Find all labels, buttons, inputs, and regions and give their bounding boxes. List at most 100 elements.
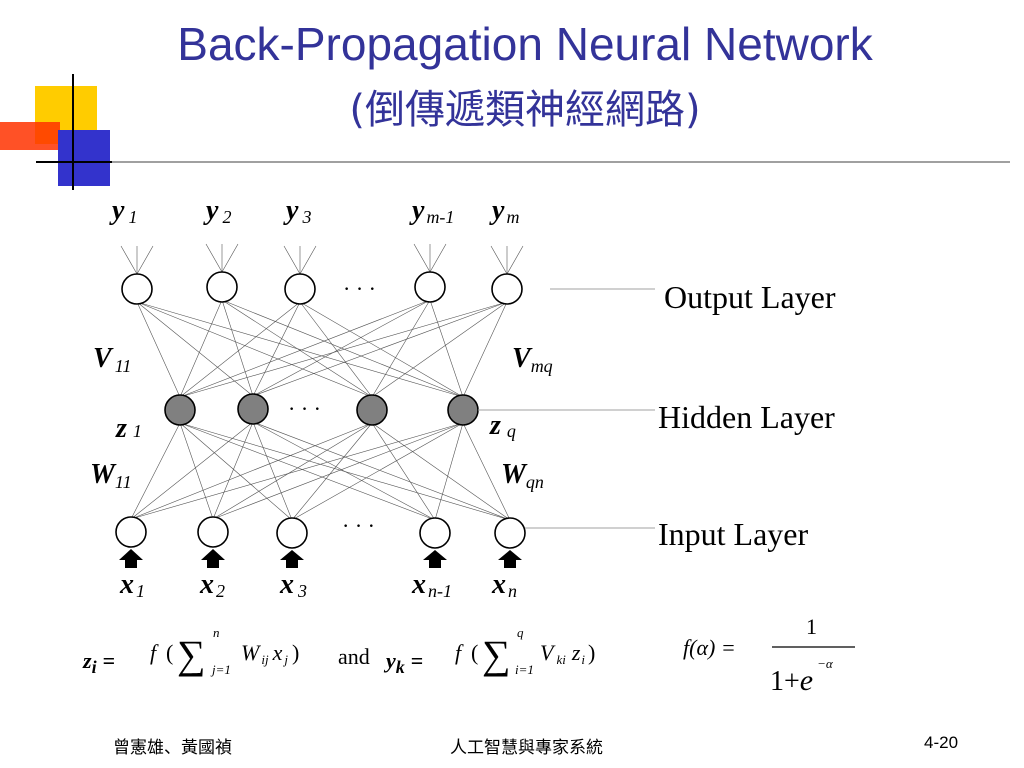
hidden-ellipsis: · · · [288,396,321,421]
footer-authors: 曾憲雄、黃國禎 [113,738,232,758]
output-arrow-3-3 [299,245,317,275]
input-arrow-4 [423,550,447,568]
connection-hidden-3-input-3 [291,422,373,521]
nodes [115,271,526,568]
connection-hidden-3-input-2 [212,422,373,520]
connection-hidden-3-output-3 [299,301,373,398]
connection-hidden-3-output-1 [136,301,373,398]
formula-y-lhs: yk= [383,648,423,677]
connection-hidden-1-input-4 [179,422,436,521]
slide-title: Back-Propagation Neural Network [177,18,873,70]
connection-hidden-1-input-1 [130,422,181,520]
connection-hidden-2-input-2 [212,421,254,520]
connection-hidden-2-output-3 [252,301,301,397]
hidden-node-1 [164,394,196,426]
connection-hidden-3-input-1 [130,422,373,520]
output-arrow-1-3 [136,245,154,275]
formula-z-open: ( [166,640,173,665]
input-node-5 [494,517,526,549]
connection-hidden-2-input-3 [252,421,293,521]
output-node-4 [414,271,446,303]
input-node-4 [419,517,451,549]
connection-hidden-4-input-2 [212,422,464,520]
output-arrow-2-3 [221,243,239,273]
connection-hidden-1-output-4 [179,299,431,398]
input-node-1 [115,516,147,548]
input-arrow-2 [201,549,225,568]
formula-z-sigma: ∑ [177,632,206,677]
connection-hidden-4-output-4 [429,299,464,398]
deco-red-bar [0,122,60,150]
sigmoid-lhs: f(α) = [683,635,736,660]
connection-hidden-1-output-3 [179,301,301,398]
output-arrow-2-1 [205,243,223,273]
connection-hidden-4-input-1 [130,422,464,520]
connection-hidden-1-output-1 [136,301,181,398]
connection-hidden-1-input-2 [179,422,214,520]
connection-hidden-4-output-5 [462,301,508,398]
output-layer-label: Output Layer [664,279,836,315]
hidden-node-3 [356,394,388,426]
output-arrow-4-3 [429,243,447,273]
input-ellipsis: · · · [342,513,375,538]
connection-hidden-2-output-1 [136,301,254,397]
connection-hidden-2-input-1 [130,421,254,520]
connection-hidden-1-input-3 [179,422,293,521]
connection-hidden-4-input-5 [462,422,511,521]
output-ellipsis: · · · [343,276,376,301]
output-arrow-3-1 [283,245,301,275]
connection-hidden-2-input-5 [252,421,511,521]
connection-hidden-3-input-5 [371,422,511,521]
footer-page-number: 4-20 [924,733,959,752]
deco-blue-square [58,130,110,186]
formula-y-lower: i=1 [515,662,534,677]
connection-hidden-3-input-4 [371,422,436,521]
connection-hidden-4-input-4 [434,422,464,521]
formula-z-lhs: zi= [82,648,115,677]
input-node-2 [197,516,229,548]
input-arrow-1 [119,549,143,568]
output-arrow-5-3 [506,245,524,275]
weight-label-w11: W11 [90,459,132,492]
connection-hidden-2-output-2 [221,299,254,397]
connection-hidden-4-output-3 [299,301,464,398]
connection-hidden-4-input-3 [291,422,464,521]
formula-y-sigma: ∑ [482,632,511,677]
hidden-layer-label: Hidden Layer [658,399,835,435]
input-arrow-5 [498,550,522,568]
weight-label-wqn: Wqn [501,459,544,492]
formula-y-f: f [455,640,464,665]
connection-hidden-3-output-4 [371,299,431,398]
formula-and: and [338,644,370,669]
corner-decoration [0,74,1010,190]
output-arrow-5-1 [490,245,508,275]
connection-hidden-2-output-5 [252,301,508,397]
connection-hidden-4-output-1 [136,301,464,398]
formula-z-upper: n [213,625,220,640]
connection-hidden-1-output-2 [179,299,223,398]
input-arrow-3 [280,550,304,568]
output-arrow-1-1 [120,245,138,275]
connection-hidden-4-output-2 [221,299,464,398]
connections [120,243,524,521]
sigmoid-numerator: 1 [806,614,817,639]
formula-z-f: f [150,640,159,665]
connection-hidden-2-input-4 [252,421,436,521]
